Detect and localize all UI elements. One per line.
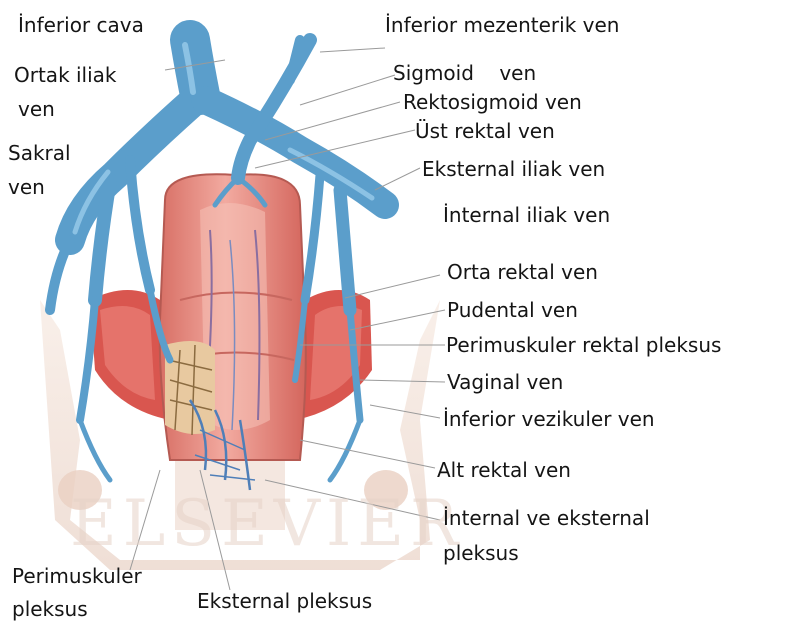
label-rektosigmoid-ven: Rektosigmoid ven [403, 90, 582, 114]
label-inferior-mezenterik-ven: İnferior mezenterik ven [385, 13, 619, 37]
label-eksternal-pleksus: Eksternal pleksus [197, 589, 372, 613]
label-internal-iliak-ven: İnternal iliak ven [443, 203, 610, 227]
label-eksternal-iliak-ven: Eksternal iliak ven [422, 157, 605, 181]
label-alt-rektal-ven: Alt rektal ven [437, 458, 571, 482]
label-inferior-vezikuler-ven: İnferior vezikuler ven [443, 407, 655, 431]
label-perimuskuler-pleksus: pleksus [12, 597, 88, 621]
label-vaginal-ven: Vaginal ven [447, 370, 563, 394]
label-internal-eksternal: İnternal ve eksternal [443, 506, 650, 530]
label-pudental-ven: Pudental ven [447, 298, 578, 322]
label-sigmoid-ven: Sigmoid ven [393, 61, 536, 85]
label-ortak-iliak-ven: ven [18, 97, 55, 121]
label-inferior-cava: İnferior cava [18, 13, 144, 37]
label-internal-eksternal-pleksus: pleksus [443, 541, 519, 565]
label-perimuskuler-rektal-pleksus: Perimuskuler rektal pleksus [446, 333, 721, 357]
label-sakral-ven: ven [8, 175, 45, 199]
label-sakral: Sakral [8, 141, 71, 165]
label-orta-rektal-ven: Orta rektal ven [447, 260, 598, 284]
label-ust-rektal-ven: Üst rektal ven [415, 119, 555, 143]
label-ortak-iliak: Ortak iliak [14, 63, 117, 87]
label-perimuskuler: Perimuskuler [12, 564, 142, 588]
watermark: ELSEVIER [70, 487, 464, 561]
